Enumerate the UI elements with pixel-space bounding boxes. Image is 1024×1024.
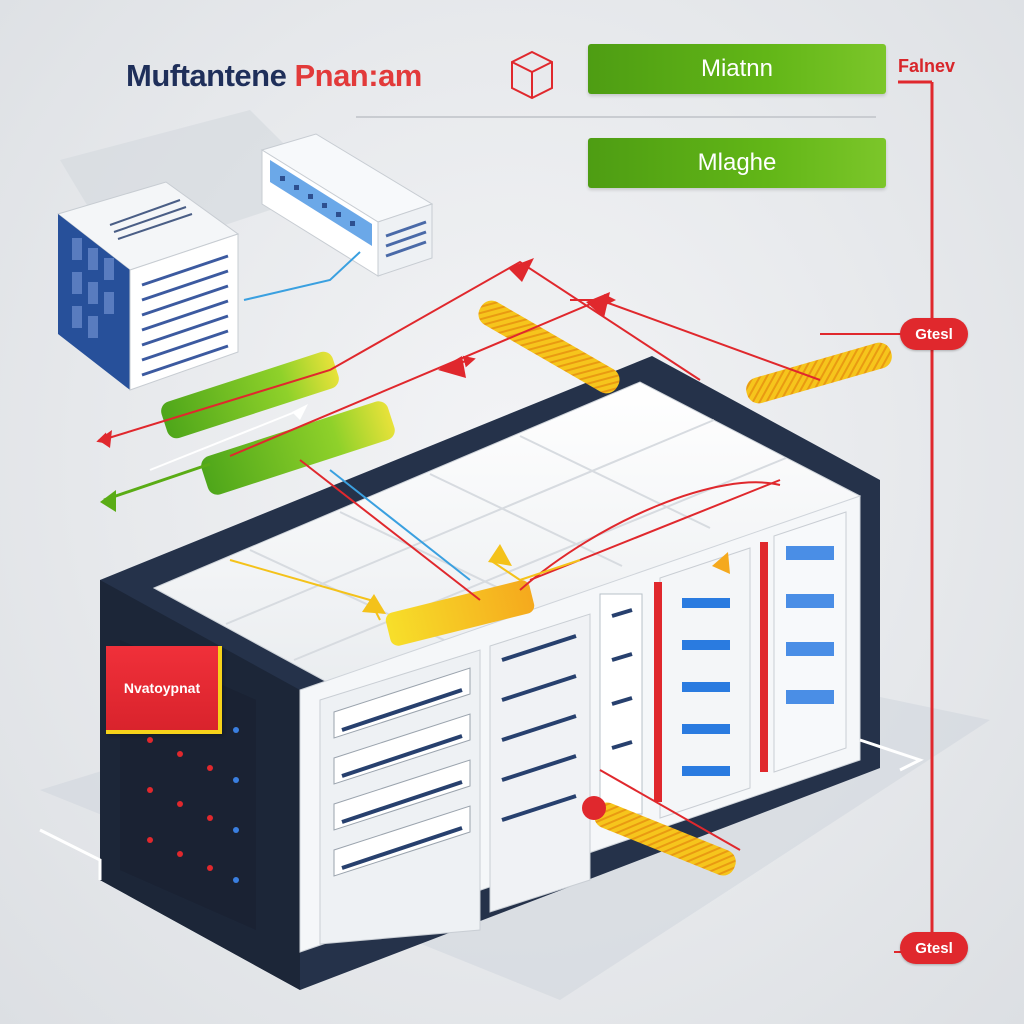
yellow-bar-rack-top	[385, 580, 535, 646]
yellow-bar-left	[478, 300, 620, 394]
server-drawers-left	[319, 649, 481, 945]
arrow-heads	[98, 258, 730, 614]
yellow-bar-bottom	[582, 796, 736, 876]
tag-lower: Gtesl	[900, 932, 968, 964]
top-green-button[interactable]: Miatnn	[588, 44, 886, 94]
title-part-1: Muftantene	[126, 58, 287, 93]
page-title: Muftantene Pnan:am	[126, 58, 422, 94]
corner-label: Falnev	[898, 56, 956, 76]
server-unit-right	[243, 133, 434, 301]
server-unit-left	[56, 181, 240, 391]
title-part-2: Pnan:am	[294, 58, 422, 93]
title-divider	[356, 116, 876, 118]
green-bar-lower	[201, 401, 395, 495]
second-green-button[interactable]: Mlaghe	[588, 138, 886, 188]
server-drawers-right	[654, 511, 847, 819]
flow-arrows	[96, 260, 821, 851]
rack-label: Nvatoypnat	[106, 646, 222, 734]
box-icon	[511, 50, 553, 100]
ground-lines	[39, 738, 924, 880]
tag-upper: Gtesl	[900, 318, 968, 350]
server-drawers-middle	[489, 593, 643, 913]
yellow-bar-right	[746, 342, 892, 404]
